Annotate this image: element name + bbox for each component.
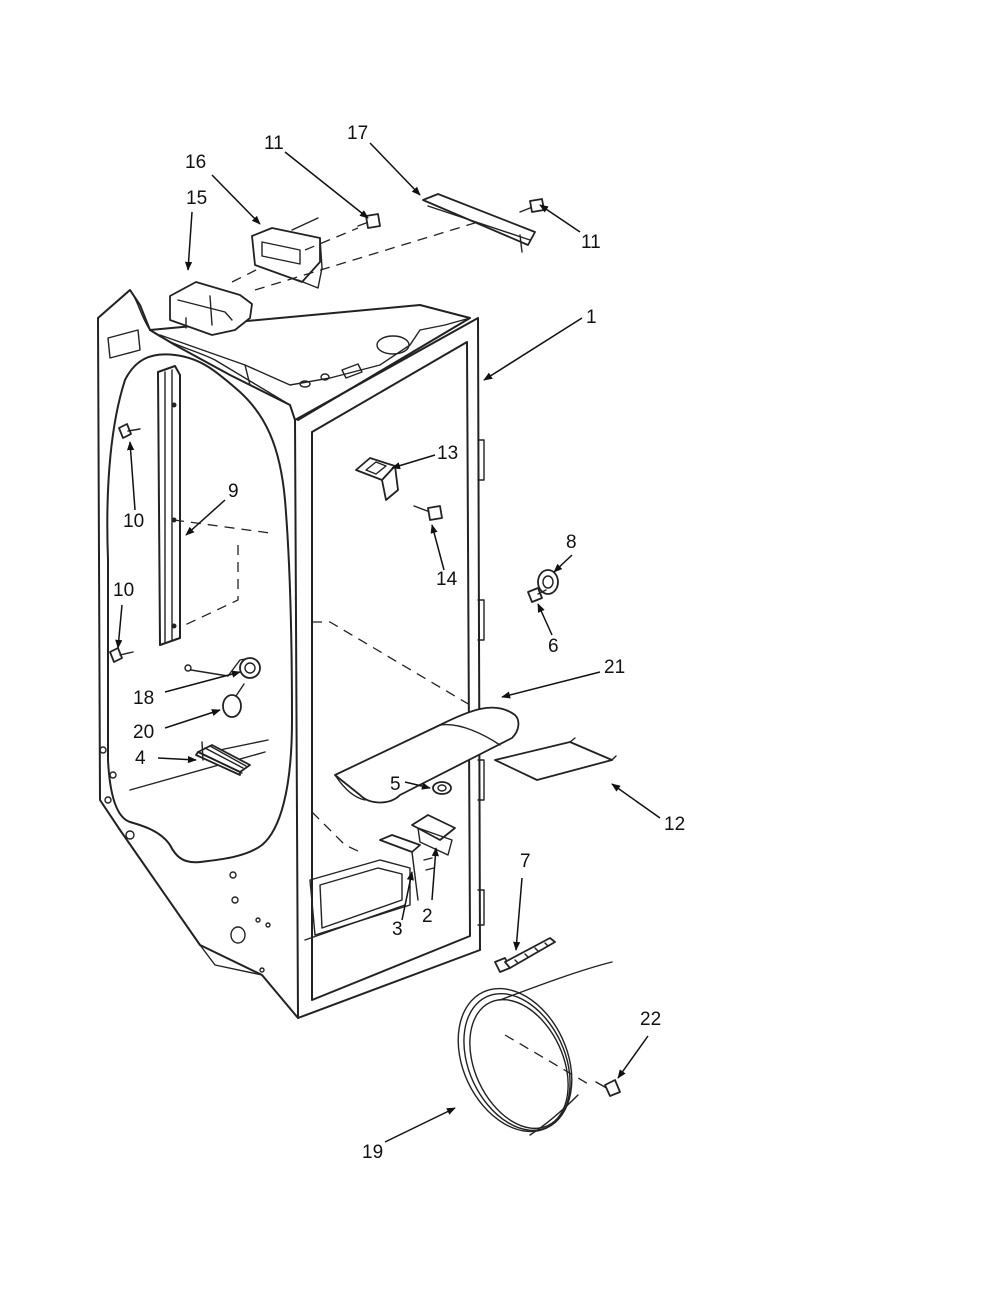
callout-labels: 1 2 3 4 5 6 7 8 9 10 10 11 11 12 13 14 1… — [113, 123, 685, 1163]
callout-11-right: 11 — [581, 232, 601, 253]
callout-2: 2 — [422, 906, 433, 927]
callout-8: 8 — [566, 532, 577, 553]
leader-lines — [115, 142, 661, 1143]
bolt-7 — [494, 937, 556, 973]
callout-17: 17 — [347, 123, 368, 144]
knob-8 — [537, 569, 559, 595]
lamp-socket-18 — [184, 657, 261, 679]
callout-10-upper: 10 — [123, 511, 144, 532]
callout-14: 14 — [436, 569, 458, 590]
cover-21 — [334, 706, 520, 804]
plate-12 — [494, 737, 617, 781]
callout-5: 5 — [390, 774, 401, 795]
callout-20: 20 — [133, 722, 154, 743]
callout-15: 15 — [186, 188, 207, 209]
callout-18: 18 — [133, 688, 154, 709]
bracket-13 — [355, 457, 399, 501]
callout-6: 6 — [548, 636, 559, 657]
bracket-3 — [379, 834, 421, 901]
screw-22 — [595, 1079, 621, 1097]
vertical-rail-9 — [157, 365, 271, 646]
nut-5 — [432, 781, 452, 795]
screw-10-lower — [109, 647, 134, 663]
control-housing-15 — [169, 281, 253, 336]
callout-1: 1 — [586, 307, 597, 328]
light-bulb-20 — [222, 683, 245, 718]
callout-11-top: 11 — [264, 133, 284, 154]
screw-6 — [527, 587, 547, 603]
bracket-2 — [411, 814, 456, 871]
screw-10-upper — [118, 423, 141, 439]
callout-13: 13 — [437, 443, 458, 464]
callout-21: 21 — [604, 657, 625, 678]
callout-16: 16 — [185, 152, 206, 173]
top-rail-17 — [254, 193, 536, 291]
callout-22: 22 — [640, 1009, 661, 1030]
callout-9: 9 — [228, 481, 239, 502]
callout-3: 3 — [392, 919, 403, 940]
callout-19: 19 — [362, 1142, 383, 1163]
screw-11-top — [304, 213, 381, 251]
callout-12: 12 — [664, 814, 685, 835]
callout-10-lower: 10 — [113, 580, 134, 601]
coil-tubing-19 — [457, 961, 613, 1136]
callout-4: 4 — [135, 748, 146, 769]
vent-grille-4 — [195, 741, 251, 776]
screw-14 — [413, 505, 443, 521]
cabinet-liner — [97, 289, 485, 1019]
bracket-16 — [231, 217, 323, 289]
callout-7: 7 — [520, 851, 531, 872]
